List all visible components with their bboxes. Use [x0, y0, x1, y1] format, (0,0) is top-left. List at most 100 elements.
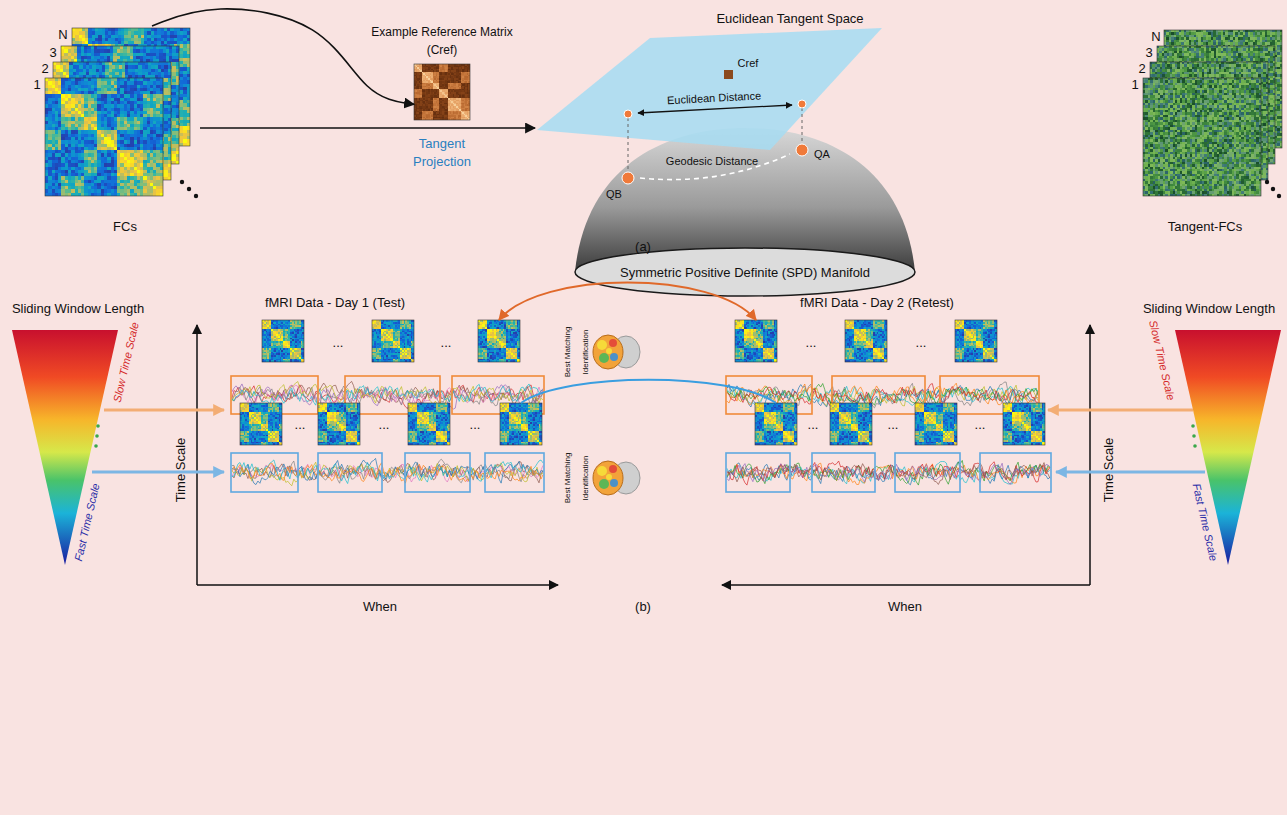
match-arc	[499, 283, 756, 321]
ellipsis: ...	[333, 333, 344, 351]
label-text: (b)	[635, 599, 651, 614]
identification-label: Best Matching Identification	[556, 321, 593, 383]
scale-arrow	[1048, 409, 1193, 412]
label-text: 2	[41, 61, 48, 76]
match-arc	[521, 380, 776, 403]
scale-arrow	[92, 471, 224, 474]
projection-line	[802, 108, 803, 144]
label-text: 1	[1131, 77, 1138, 92]
axis-arrow	[197, 584, 558, 586]
bold-signal	[727, 460, 1050, 485]
label-text: Euclidean Distance	[667, 89, 762, 106]
dfc-matrix-border	[735, 320, 777, 362]
dfc-matrix-border	[1003, 403, 1045, 445]
label-text: Time Scale	[1101, 438, 1116, 503]
dfc-matrix-border	[372, 320, 414, 362]
node-text-holder: Sliding Window Length	[1143, 299, 1275, 317]
reference-point	[724, 70, 733, 79]
axis-label: Time Scale	[1099, 438, 1117, 503]
point-marker	[622, 172, 634, 184]
edge-label: Tangent Projection	[413, 136, 471, 169]
sliding-window	[485, 453, 544, 492]
distance-label: Geodesic Distance	[666, 151, 758, 169]
node-text-holder: Slow Time Scale	[107, 320, 143, 404]
sliding-window	[980, 453, 1051, 492]
stack-index: 2	[1138, 59, 1145, 77]
bold-signal	[232, 460, 543, 484]
node-text: Tangent-FCs	[1168, 219, 1242, 234]
dfc-matrix-border	[500, 403, 542, 445]
bold-signal	[232, 381, 543, 403]
sliding-window	[726, 453, 790, 492]
point-label: QA	[814, 144, 830, 162]
label-text: fMRI Data - Day 2 (Retest)	[800, 295, 954, 310]
node-text-holder: Fast Time Scale	[68, 481, 104, 562]
bold-signal	[232, 462, 543, 483]
label-text: ...	[470, 417, 481, 432]
label-text: QB	[606, 188, 622, 200]
funnel-dot	[1193, 444, 1197, 448]
bold-signal	[232, 458, 543, 484]
dfc-matrix	[372, 320, 414, 362]
node-text: Fast Time Scale	[72, 482, 102, 562]
point-label: QB	[606, 184, 622, 202]
spd-manifold: Symmetric Positive Definite (SPD) Manifo…	[570, 118, 920, 298]
dfc-matrix	[318, 403, 360, 445]
dfc-matrix	[735, 320, 777, 362]
label-text: Best Matching Identification	[563, 327, 590, 378]
distance-label: Euclidean Distance	[666, 85, 761, 108]
label-text: fMRI Data - Day 1 (Test)	[265, 295, 405, 310]
tangent-fc-stack: Tangent-FCs	[1130, 26, 1282, 202]
panel-label: (b)	[635, 597, 651, 615]
dfc-matrix-border	[478, 320, 520, 362]
tangent-matrix	[1143, 78, 1261, 196]
dfc-matrix-border	[318, 403, 360, 445]
node-text: FCs	[113, 219, 137, 234]
funnel-dot	[1191, 424, 1195, 428]
dfc-matrix-border	[845, 320, 887, 362]
node-text: Symmetric Positive Definite (SPD) Manifo…	[620, 265, 870, 280]
tangent-matrix-border	[1143, 78, 1261, 196]
stack-index: 2	[41, 59, 48, 77]
reference-matrix-border	[414, 64, 470, 120]
geodesic-arc	[640, 154, 790, 180]
sliding-window	[405, 453, 470, 492]
axis-arrow	[722, 584, 1090, 586]
stack-dot	[1271, 187, 1275, 191]
window-length-funnel: Sliding Window LengthSlow Time ScaleFast…	[6, 300, 156, 570]
node-text-holder: Example Reference Matrix (Cref)	[367, 22, 517, 59]
point-marker	[796, 144, 808, 156]
dfc-matrix	[500, 403, 542, 445]
label-text: (a)	[635, 239, 651, 254]
funnel-dot	[95, 434, 99, 438]
dfc-matrix	[845, 320, 887, 362]
node-text: Euclidean Tangent Space	[716, 11, 863, 26]
bold-signal	[232, 385, 543, 404]
window-length-funnel: Sliding Window LengthSlow Time ScaleFast…	[1131, 300, 1281, 570]
stack-dot	[180, 180, 184, 184]
dfc-matrix-border	[755, 403, 797, 445]
stack-index: N	[58, 25, 67, 43]
sliding-window	[895, 453, 960, 492]
label-text: N	[58, 27, 67, 42]
tangent-space-plane: Euclidean Tangent Space	[535, 6, 885, 158]
stack-index: 3	[49, 43, 56, 61]
section-heading: fMRI Data - Day 1 (Test)	[265, 293, 405, 311]
brain-icon	[593, 335, 640, 369]
dfc-matrix-border	[830, 403, 872, 445]
dfc-matrix-border	[262, 320, 304, 362]
bold-signal	[727, 461, 1050, 485]
label-text: Cref	[738, 57, 759, 69]
ellipsis: ...	[379, 415, 390, 433]
section-heading: fMRI Data - Day 2 (Retest)	[800, 293, 954, 311]
funnel-dot	[1192, 434, 1196, 438]
reference-matrix	[414, 64, 470, 120]
connector-arrow	[152, 9, 414, 104]
stack-index: 1	[1131, 75, 1138, 93]
stack-index: 1	[33, 75, 40, 93]
label-text: Geodesic Distance	[666, 155, 758, 167]
ellipsis: ...	[808, 415, 819, 433]
node-text: Sliding Window Length	[1143, 301, 1275, 316]
